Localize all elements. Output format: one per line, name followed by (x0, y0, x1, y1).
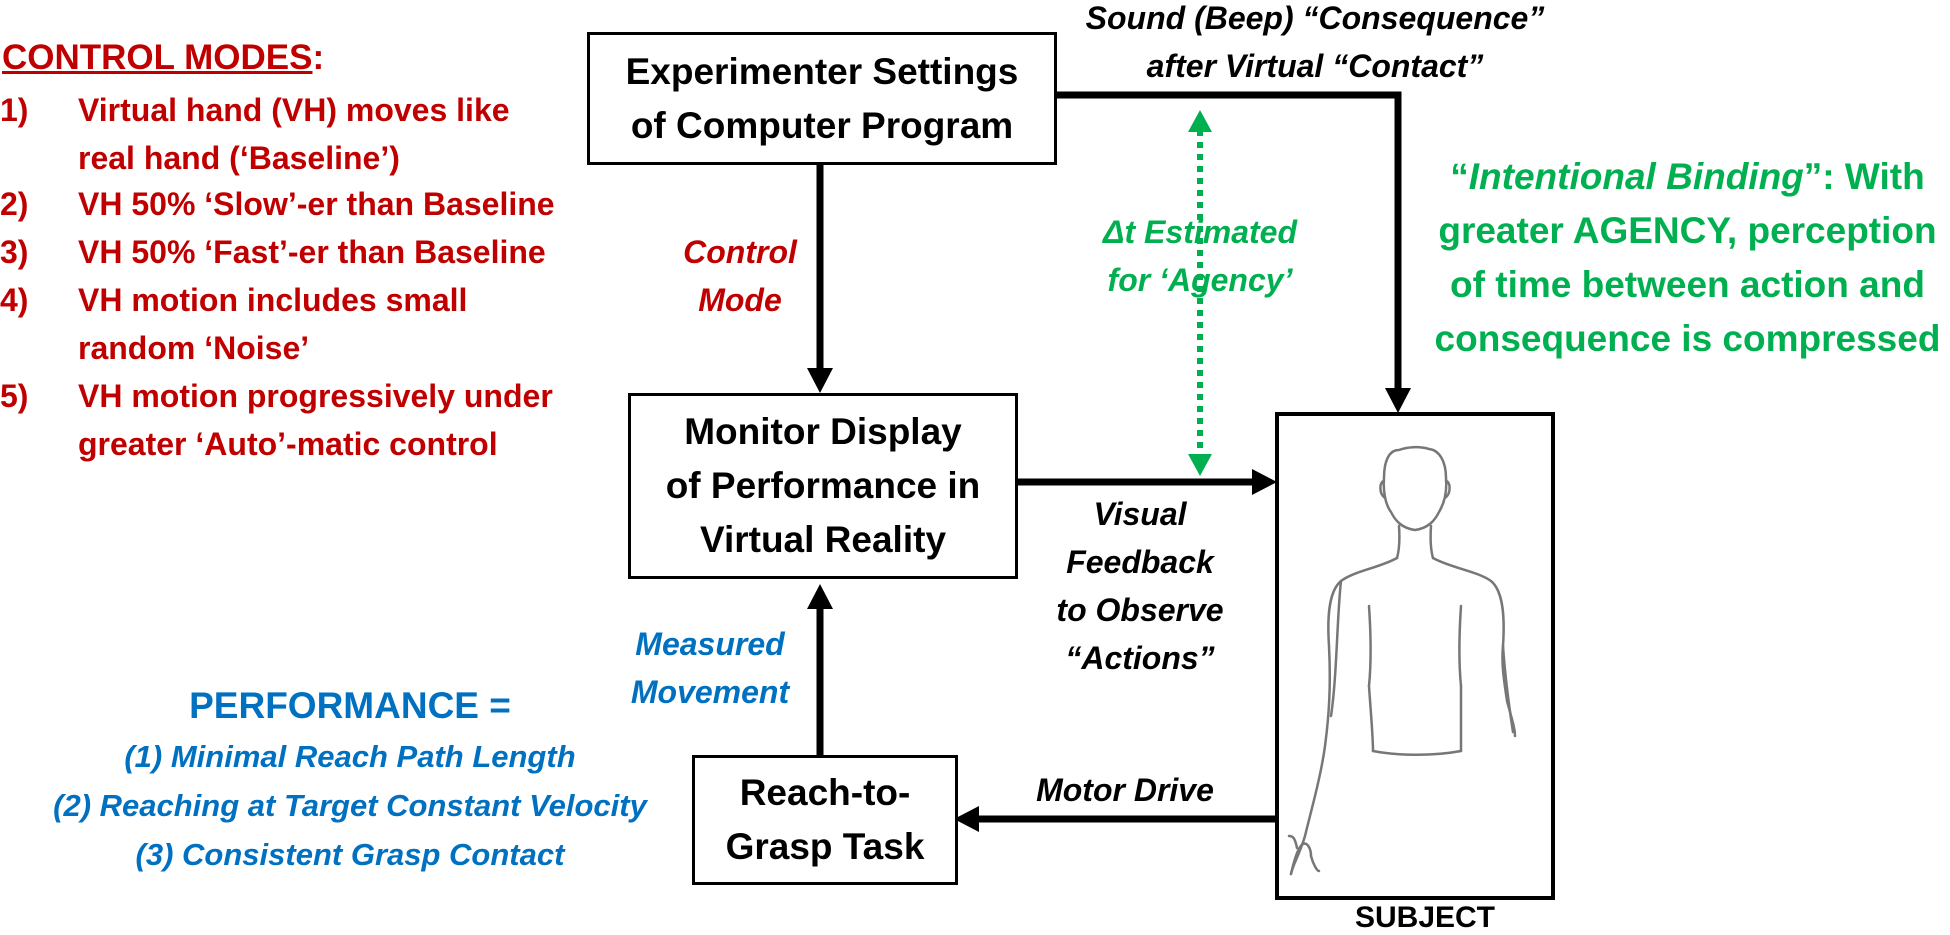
sound-consequence-arrow (1055, 91, 1402, 392)
sound-consequence-label: Sound (Beep) “Consequence”after Virtual … (1085, 0, 1545, 84)
intentional-binding-text: “Intentional Binding”: With greater AGEN… (1434, 156, 1941, 359)
performance-item-2: (2) Reaching at Target Constant Velocity (53, 788, 647, 823)
performance-title: PERFORMANCE = (189, 685, 511, 726)
performance-item-3: (3) Consistent Grasp Contact (135, 837, 565, 872)
reach-to-grasp-task-box: Reach-to-Grasp Task (692, 755, 958, 885)
subject-label: SUBJECT (1354, 901, 1496, 934)
control-modes-title: CONTROL MODES: (2, 38, 325, 77)
performance-block: PERFORMANCE = (1) Minimal Reach Path Len… (0, 680, 700, 879)
human-torso-outline-icon (1287, 445, 1517, 876)
subject-box (1275, 412, 1555, 900)
motor-drive-label: Motor Drive (1036, 772, 1214, 808)
performance-item-1: (1) Minimal Reach Path Length (124, 739, 576, 774)
